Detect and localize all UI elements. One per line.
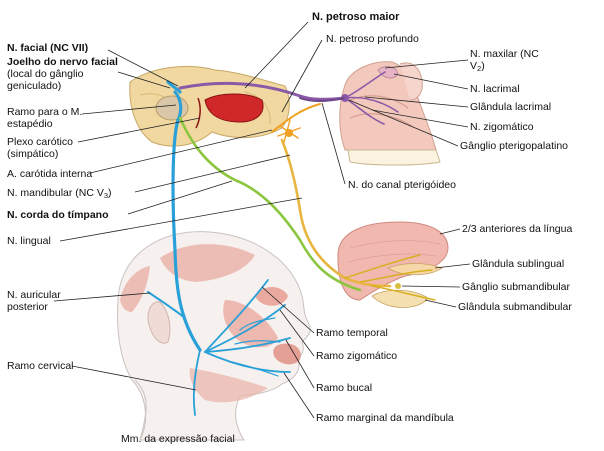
leader-lingual [59,197,303,242]
label-corda-timpano: N. corda do tímpano [7,209,109,221]
label-mandibular: N. mandibular (NC V3) [7,187,112,200]
label-ramo-estapedio: Ramo para o M. estapédio [7,106,83,130]
leader-facial [107,49,179,87]
label-joelho-bold: Joelho do nervo facial [7,56,118,68]
palate-teeth [347,149,441,166]
label-plexo-carotico: Plexo carótico (simpático) [7,136,73,160]
leader-carotida [89,129,273,174]
label-ramo-cervical: Ramo cervical [7,360,74,372]
leader-petroso-profundo [281,39,323,113]
neck-outline [134,379,147,441]
label-carotida-interna: A. carótida interna [7,168,93,180]
internal-carotid-artery [204,93,264,123]
platysma [189,368,268,403]
cervical-branch [192,349,201,416]
leader-mandibular [134,154,291,193]
leader-lacrimal [393,73,469,90]
submandibular-ganglion [395,283,401,289]
leader-corda [127,180,233,215]
marginal-mandibular-branch [204,351,291,373]
label-ganglio-pterigopalatino: Gânglio pterigopalatino [460,140,568,152]
leader-glandula-sub [424,299,457,308]
parasympathetic-branches [344,71,399,125]
head-illustration [117,231,311,441]
leader-temporal [261,286,315,334]
occipital-muscle [120,266,150,312]
leader-sublingual [434,263,471,269]
leader-zigomatico-ramo [279,309,315,357]
greater-petrosal-nerve [178,81,347,101]
plexus-node [285,129,293,137]
leader-auricular [53,292,151,302]
label-petroso-profundo: N. petroso profundo [326,33,419,45]
label-ganglio-submandibular: Gânglio submandibular [462,281,570,293]
label-expressao-facial: Mm. da expressão facial [121,433,235,445]
tongue-papillae [347,240,441,263]
label-maxilar-text: N. maxilar (NC V [470,48,539,72]
leader-glandula-lacrimal [364,96,469,108]
deep-petrosal-nerve [271,103,321,133]
bone-texture-2 [244,91,271,125]
label-maxilar: N. maxilar (NC V2) [470,48,539,73]
label-petroso-maior: N. petroso maior [312,11,400,23]
temporal-branch [204,279,269,353]
zygomatic-branch [204,304,286,353]
leader-maxilar [384,59,469,69]
temporal-bone-section [129,65,290,147]
label-ramo-temporal: Ramo temporal [316,327,388,339]
label-facial-nerve: N. facial (NC VII) [7,42,89,54]
label-glandula-submandibular: Glândula submandibular [458,301,572,313]
temporal-muscle [160,244,255,282]
label-auricular-posterior: N. auricular posterior [7,289,61,313]
pterygoid-canal-nerve [299,97,346,102]
label-glandula-sublingual: Glândula sublingual [472,258,565,270]
lacrimal-gland [377,66,399,79]
leader-estapedio [81,104,177,115]
label-glandula-lacrimal: Glândula lacrimal [470,101,552,113]
leader-lingua [439,228,461,235]
tongue-region [337,221,449,308]
leader-lines [53,21,471,419]
leader-joelho [117,71,171,89]
facial-nerve-genu [166,80,182,94]
leader-zigomatico [371,109,469,128]
label-ramo-marginal: Ramo marginal da mandíbula [316,412,454,424]
label-zigomatico-n: N. zigomático [470,121,534,133]
label-lacrimal: N. lacrimal [470,83,520,95]
label-ramo-bucal: Ramo bucal [316,382,373,394]
leader-pterigopalatino [348,99,459,147]
submandibular-gland [371,289,429,308]
label-mandibular-sub: 3 [103,191,109,200]
lingual-nerve [344,254,436,301]
leader-bucal [285,339,315,389]
label-lingual: N. lingual [7,235,51,247]
orbicularis-oculi [255,287,288,306]
leader-plexo [77,117,201,143]
label-mandibular-text: N. mandibular (NC V [7,187,104,199]
pes-anserinus-rami [231,317,281,377]
facial-nerve-trunk [171,90,202,352]
mandibular-nerve [280,138,392,288]
label-canal-pterigoideo: N. do canal pterigóideo [348,179,456,191]
leader-ganglio-sub [401,285,461,288]
leader-cervical [71,365,197,391]
label-dois-tercos-lingua: 2/3 anteriores da língua [462,223,573,235]
middle-ear-cavity [155,95,189,121]
leader-canal [321,102,346,185]
label-joelho: Joelho do nervo facial (local do gânglio… [7,56,119,92]
leader-marginal [283,372,315,419]
leader-petroso-maior [244,21,309,89]
chorda-tympani [178,116,362,292]
label-maxilar-sub: 2 [477,64,482,73]
nerves [147,71,436,416]
nasal-conchae [349,95,413,127]
carotid-canal [195,97,201,129]
label-joelho-rest: (local do gânglio geniculado) [7,68,84,92]
label-ramo-zigomatico: Ramo zigomático [316,350,398,362]
orbicularis-oris [273,343,301,365]
ear [147,301,171,344]
buccal-branch [204,337,291,353]
posterior-auricular-nerve [147,291,186,319]
